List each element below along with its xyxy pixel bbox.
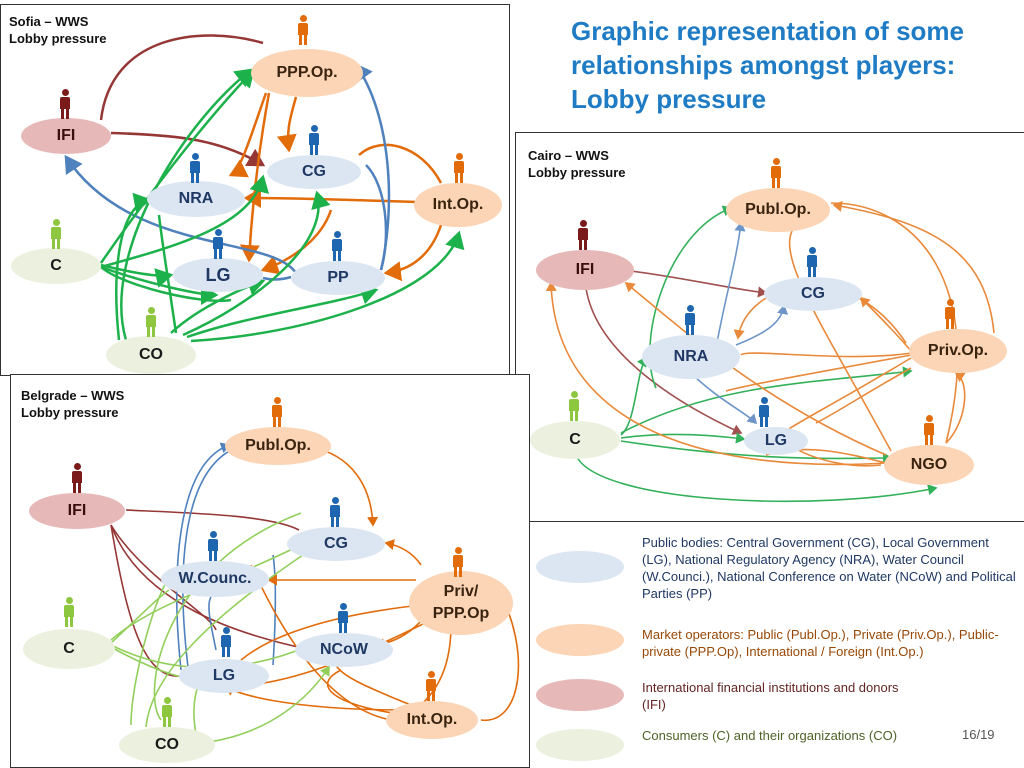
legend-text-public: Public bodies: Central Government (CG), … [642,535,1016,601]
sofia-node-lg: LG [173,258,263,292]
cairo-node-priv: Priv.Op. [909,329,1007,373]
belgrade-node-ncow: NCoW [295,633,393,667]
sofia-person-ppp-icon [297,15,309,45]
legend-text-ifi: International financial institutions and… [642,680,899,712]
belgrade-node-c: C [23,629,115,669]
sofia-person-cg-icon [308,125,320,155]
belgrade-node-wc: W.Counc. [161,561,269,597]
belgrade-node-lg: LG [179,659,269,693]
sofia-arrows [64,34,465,343]
legend-swatch-market [536,624,624,656]
sofia-person-ifi-icon [59,89,71,119]
belgrade-person-publ-icon [271,397,283,427]
sofia-panel: Sofia – WWS Lobby pressure [0,4,510,376]
belgrade-node-cg: CG [287,527,385,561]
belgrade-person-intop-icon [425,671,437,701]
cairo-node-cg: CG [764,277,862,311]
cairo-panel: Cairo – WWS Lobby pressure [515,132,1024,522]
main-title: Graphic representation of some relations… [571,16,964,114]
cairo-node-c: C [530,421,620,459]
cairo-person-nra-icon [684,305,696,335]
cairo-node-ngo: NGO [884,445,974,485]
cairo-node-publ: Publ.Op. [726,188,830,232]
cairo-person-cg-icon [806,247,818,277]
cairo-person-ngo-icon [923,415,935,445]
sofia-node-ifi: IFI [21,118,111,154]
belgrade-person-wc-icon [207,531,219,561]
sofia-node-pp: PP [291,261,385,295]
cairo-node-lg: LG [744,427,808,455]
sofia-node-ppp: PPP.Op. [251,49,363,97]
sofia-person-pp-icon [331,231,343,261]
belgrade-title: Belgrade – WWS Lobby pressure [21,388,125,420]
belgrade-person-cg-icon [329,497,341,527]
cairo-person-publ-icon [770,158,782,188]
belgrade-node-co: CO [119,727,215,763]
cairo-title: Cairo – WWS Lobby pressure [528,148,626,180]
sofia-title: Sofia – WWS Lobby pressure [9,14,107,46]
belgrade-node-ifi: IFI [29,493,125,529]
legend-swatch-consumer [536,729,624,761]
sofia-node-intop: Int.Op. [414,183,502,227]
belgrade-person-ncow-icon [337,603,349,633]
sofia-person-intop-icon [453,153,465,183]
cairo-node-ifi: IFI [536,250,634,290]
belgrade-arrows [110,442,520,744]
cairo-person-ifi-icon [577,220,589,250]
cairo-person-lg-icon [758,397,770,427]
page-number: 16/19 [962,727,995,742]
sofia-node-co: CO [106,336,196,374]
sofia-node-nra: NRA [147,181,245,217]
cairo-node-nra: NRA [642,335,740,379]
legend-swatch-public [536,551,624,583]
cairo-arrows [545,200,995,503]
legend-text-consumer: Consumers (C) and their organizations (C… [642,728,898,743]
belgrade-person-privppp-icon [452,547,464,577]
legend-swatch-ifi [536,679,624,711]
belgrade-node-intop: Int.Op. [386,701,478,739]
sofia-person-co-icon [145,307,157,337]
belgrade-person-co-icon [161,697,173,727]
belgrade-panel: Belgrade – WWS Lobby pressure [10,374,530,768]
legend-text-market: Market operators: Public (Publ.Op.), Pri… [642,627,999,659]
sofia-node-c: C [11,248,101,284]
belgrade-node-privppp: Priv/PPP.Op [409,571,513,635]
cairo-person-c-icon [568,391,580,421]
belgrade-person-c-icon [63,597,75,627]
sofia-node-cg: CG [267,155,361,189]
belgrade-person-lg-icon [220,627,232,657]
sofia-person-lg-icon [212,229,224,259]
cairo-person-priv-icon [944,299,956,329]
belgrade-node-publ: Publ.Op. [225,427,331,465]
sofia-person-nra-icon [189,153,201,183]
sofia-person-c-icon [50,219,62,249]
belgrade-person-ifi-icon [71,463,83,493]
